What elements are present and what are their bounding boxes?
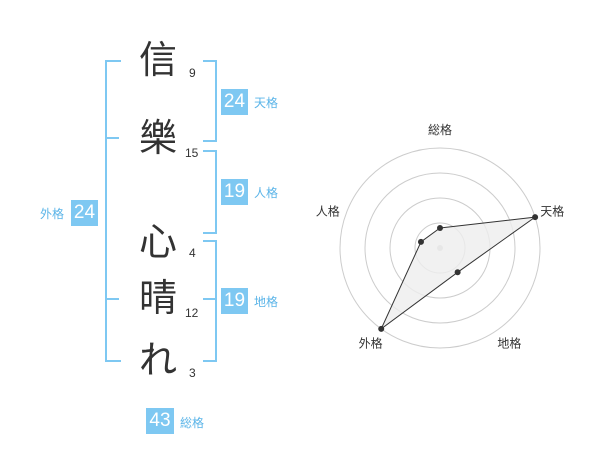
- jinkaku-bracket: [203, 150, 217, 234]
- name-char-3: 心: [138, 220, 177, 264]
- radar-axis-label-1: 総格: [428, 122, 452, 137]
- tenkaku-bracket: [203, 60, 217, 142]
- name-char-1: 信: [138, 38, 177, 82]
- chikaku-label: 地格: [254, 295, 279, 309]
- outer-bracket-tick-lower: [105, 298, 119, 300]
- radar-point-3: [454, 269, 461, 276]
- radar-ring: [339, 147, 541, 349]
- outer-bracket-tick-upper: [105, 137, 119, 139]
- stroke-count-3: 4: [189, 246, 196, 260]
- chikaku-value: 19: [221, 288, 248, 314]
- name-char-5: れ: [138, 338, 177, 382]
- radar-data-polygon: [380, 216, 536, 330]
- chikaku-bracket-tick: [203, 298, 217, 300]
- tenkaku-value: 24: [221, 89, 248, 115]
- chikaku-bracket: [203, 240, 217, 362]
- stroke-count-2: 15: [185, 146, 199, 160]
- radar-axis-label-4: 外格: [359, 336, 383, 351]
- gaikaku-value: 24: [71, 200, 98, 226]
- stroke-count-1: 9: [189, 66, 196, 80]
- stroke-count-5: 3: [189, 366, 196, 380]
- outer-bracket: [105, 60, 121, 362]
- stroke-count-4: 12: [185, 306, 199, 320]
- jinkaku-label: 人格: [254, 186, 279, 200]
- tenkaku-label: 天格: [254, 96, 279, 110]
- radar-point-2: [532, 214, 539, 221]
- radar-axis-label-3: 地格: [497, 336, 521, 351]
- soukaku-label: 総格: [180, 416, 205, 430]
- name-char-4: 晴: [138, 276, 177, 320]
- soukaku-value: 43: [146, 408, 174, 434]
- radar-point-1: [437, 225, 443, 231]
- radar-axis-label-2: 天格: [540, 204, 564, 219]
- gaikaku-label: 外格: [40, 207, 65, 221]
- jinkaku-value: 19: [221, 179, 248, 205]
- radar-point-5: [417, 238, 424, 245]
- radar-ring: [364, 172, 516, 324]
- radar-axis-label-5: 人格: [316, 204, 340, 219]
- name-char-2: 樂: [138, 116, 177, 160]
- radar-point-4: [378, 325, 385, 332]
